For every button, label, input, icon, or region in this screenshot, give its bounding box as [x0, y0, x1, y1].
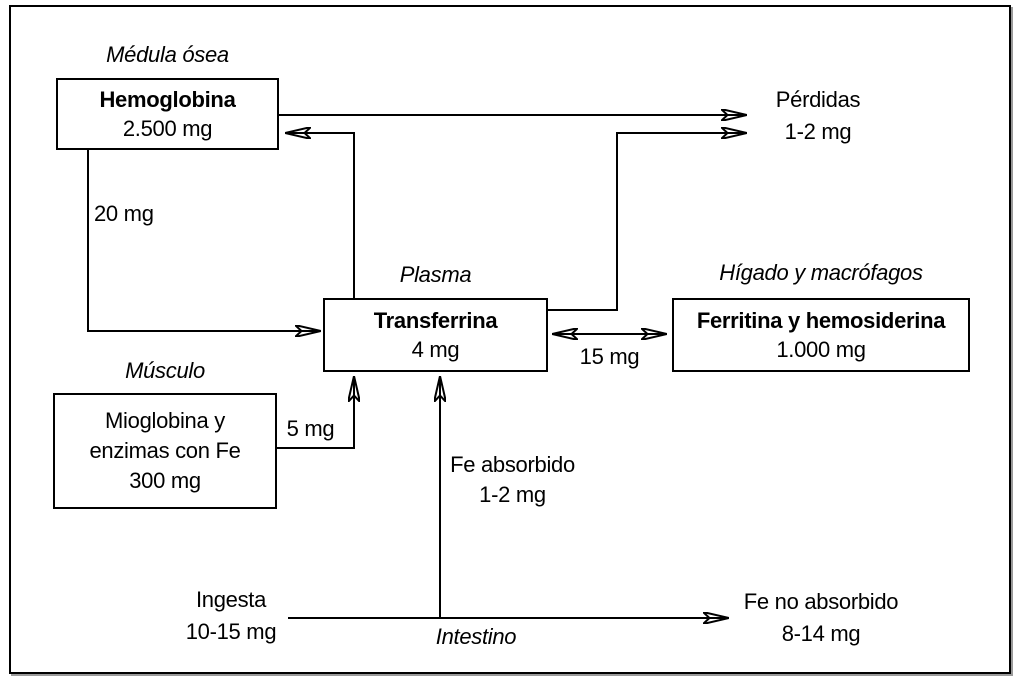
region-label-higado-y-macrofagos: Hígado y macrófagos: [719, 260, 923, 285]
flow-perdidas-line2: 1-2 mg: [784, 119, 852, 144]
flow-label-5mg: 5 mg: [286, 416, 335, 441]
flow-label-perdidas: Pérdidas 1-2 mg: [758, 84, 878, 148]
node-ferritina: Ferritina y hemosiderina 1.000 mg: [672, 298, 970, 372]
flow-fe-absorbido-line2: 1-2 mg: [479, 482, 546, 507]
flow-label-fe-absorbido: Fe absorbido 1-2 mg: [450, 450, 575, 510]
region-label-intestino: Intestino: [435, 624, 517, 649]
flow-fe-no-absorbido-line2: 8-14 mg: [781, 621, 861, 646]
arrow-transferrina-to-perdidas: [548, 133, 746, 311]
arrow-hemoglobina-to-transferrina-20mg: [87, 150, 320, 331]
arrow-mioglobina-to-transferrina-5mg: [277, 377, 354, 449]
node-transferrina-amount: 4 mg: [411, 337, 460, 362]
flow-fe-absorbido-line1: Fe absorbido: [450, 452, 575, 477]
flow-ingesta-line2: 10-15 mg: [185, 619, 277, 644]
node-transferrina-title: Transferrina: [373, 308, 498, 333]
diagram-border: [9, 5, 1011, 674]
node-ferritina-title: Ferritina y hemosiderina: [696, 308, 946, 333]
node-ferritina-amount: 1.000 mg: [776, 337, 866, 362]
node-mioglobina-amount: 300 mg: [129, 468, 201, 493]
node-hemoglobina: Hemoglobina 2.500 mg: [56, 78, 279, 150]
flow-label-20mg: 20 mg: [94, 201, 154, 226]
flow-label-fe-no-absorbido: Fe no absorbido 8-14 mg: [735, 586, 907, 650]
node-hemoglobina-title: Hemoglobina: [99, 87, 236, 112]
region-label-medula-osea: Médula ósea: [106, 42, 229, 67]
flow-ingesta-line1: Ingesta: [195, 587, 267, 612]
flow-fe-no-absorbido-line1: Fe no absorbido: [743, 589, 899, 614]
arrow-transferrina-to-hemoglobina: [286, 133, 355, 298]
node-mioglobina-line2: enzimas con Fe: [89, 438, 241, 463]
flow-label-15mg: 15 mg: [579, 344, 640, 369]
node-mioglobina-line1: Mioglobina y: [105, 408, 225, 433]
flow-perdidas-line1: Pérdidas: [775, 87, 861, 112]
region-label-musculo: Músculo: [125, 358, 205, 383]
region-label-plasma: Plasma: [399, 262, 472, 287]
node-hemoglobina-amount: 2.500 mg: [122, 116, 213, 141]
flow-label-ingesta: Ingesta 10-15 mg: [178, 584, 284, 648]
node-transferrina: Transferrina 4 mg: [323, 298, 548, 372]
node-mioglobina: Mioglobina y enzimas con Fe 300 mg: [53, 393, 277, 509]
